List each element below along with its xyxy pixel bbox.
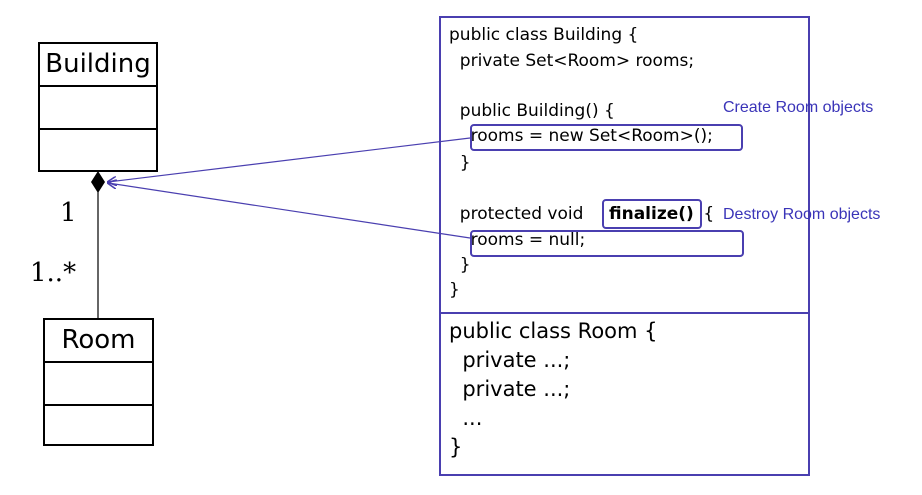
multiplicity-room: 1..* <box>30 258 77 288</box>
room-attributes-compartment <box>45 363 152 406</box>
arrow-destroy <box>108 183 471 239</box>
code-line-room-close: } <box>449 435 463 459</box>
code-line-null-rooms: rooms = null; <box>449 230 586 250</box>
building-class-name: Building <box>45 49 151 79</box>
composition-diamond <box>91 171 105 193</box>
highlight-create-rooms <box>470 124 743 151</box>
code-finalize-name: finalize() <box>609 204 694 224</box>
code-line-class-room: public class Room { <box>449 319 658 343</box>
highlight-null-rooms <box>470 230 744 257</box>
code-line-room-private-2: private ...; <box>449 377 571 401</box>
multiplicity-building: 1 <box>60 198 77 228</box>
code-line-room-ellipsis: ... <box>449 406 483 430</box>
code-line-class-building: public class Building { <box>449 25 639 45</box>
code-line-constructor-close: } <box>449 153 471 173</box>
code-line-field-rooms: private Set<Room> rooms; <box>449 51 695 71</box>
room-class-name: Room <box>61 325 136 355</box>
code-line-finalize-prefix: protected void <box>449 204 589 224</box>
code-line-finalize-close: } <box>449 255 471 275</box>
building-attributes-compartment <box>40 87 156 130</box>
code-line-room-private-1: private ...; <box>449 348 571 372</box>
highlight-finalize <box>602 199 702 229</box>
arrow-create <box>108 137 471 182</box>
code-line-constructor: public Building() { <box>449 101 615 121</box>
building-class-name-compartment: Building <box>40 44 156 87</box>
code-line-create-rooms: rooms = new Set<Room>(); <box>449 126 713 146</box>
building-class-box: Building <box>38 42 158 172</box>
code-finalize-brace: { <box>698 204 715 224</box>
note-destroy-room-objects: Destroy Room objects <box>723 206 881 223</box>
code-panel <box>439 16 810 476</box>
room-class-name-compartment: Room <box>45 320 152 363</box>
code-panel-divider <box>441 312 808 314</box>
room-class-box: Room <box>43 318 154 446</box>
building-operations-compartment <box>40 130 156 170</box>
room-operations-compartment <box>45 406 152 444</box>
note-create-room-objects: Create Room objects <box>723 99 874 116</box>
code-line-class-close: } <box>449 280 460 300</box>
